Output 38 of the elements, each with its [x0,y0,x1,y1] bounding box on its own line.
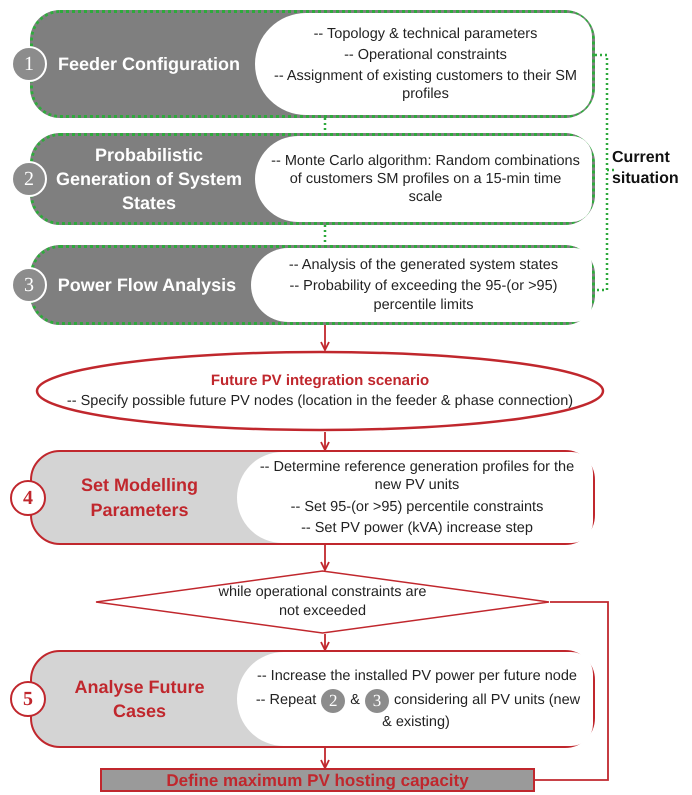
step-detail: -- Analysis of the generated system states [288,256,558,274]
step-number: 5 [10,681,46,717]
arrow [320,545,330,571]
step-title: Power Flow Analysis [58,274,236,297]
step-detail: -- Set 95-(or >95) percentile constraints [290,498,544,516]
arrow [320,748,330,769]
step-detail: -- Assignment of existing customers to their SM profiles [273,67,578,104]
step-number: 2 [11,161,47,197]
step-number: 3 [11,267,47,303]
step-title: Probabilistic Generation of System States [55,144,243,216]
arrow [320,634,330,651]
step-title: Set Modelling Parameters [80,474,199,522]
step-title: Analyse Future Cases [73,676,206,723]
step-detail: -- Repeat [256,692,316,708]
group-label: Current situation [612,148,680,189]
step-title: Feeder Configuration [58,52,240,76]
result-bar [100,768,535,792]
result-text: Define maximum PV hosting capacity [166,772,469,788]
arrow [320,325,330,351]
step-detail: -- Probability of exceeding the 95-(or >95) percentile limits [288,277,558,314]
connector-line [535,601,609,781]
connector-line [324,225,326,245]
step-number: 4 [10,480,46,516]
arrow [320,432,330,451]
decision-diamond [95,570,550,634]
condition-text: while operational constraints are not exceeded [218,583,428,621]
step-detail: -- Determine reference generation profiles for the new PV units [258,458,576,494]
scenario-ellipse [35,350,605,432]
scenario-title: Future PV integration scenario [210,370,430,390]
step-detail: -- Monte Carlo algorithm: Random combinations of customers SM profiles on a 15-min time scale [271,152,580,206]
step-detail: & [350,692,360,708]
step-detail: -- Topology & technical parameters [314,24,538,43]
scenario-detail: -- Specify possible future PV nodes (location in the feeder & phase connection) [66,392,574,412]
connector-line [324,118,326,133]
step-detail: -- Increase the installed PV power per future node [257,667,577,686]
step-number: 1 [11,46,47,82]
step-detail: -- Set PV power (kVA) increase step [301,518,533,537]
step-detail: -- Operational constraints [344,46,507,64]
